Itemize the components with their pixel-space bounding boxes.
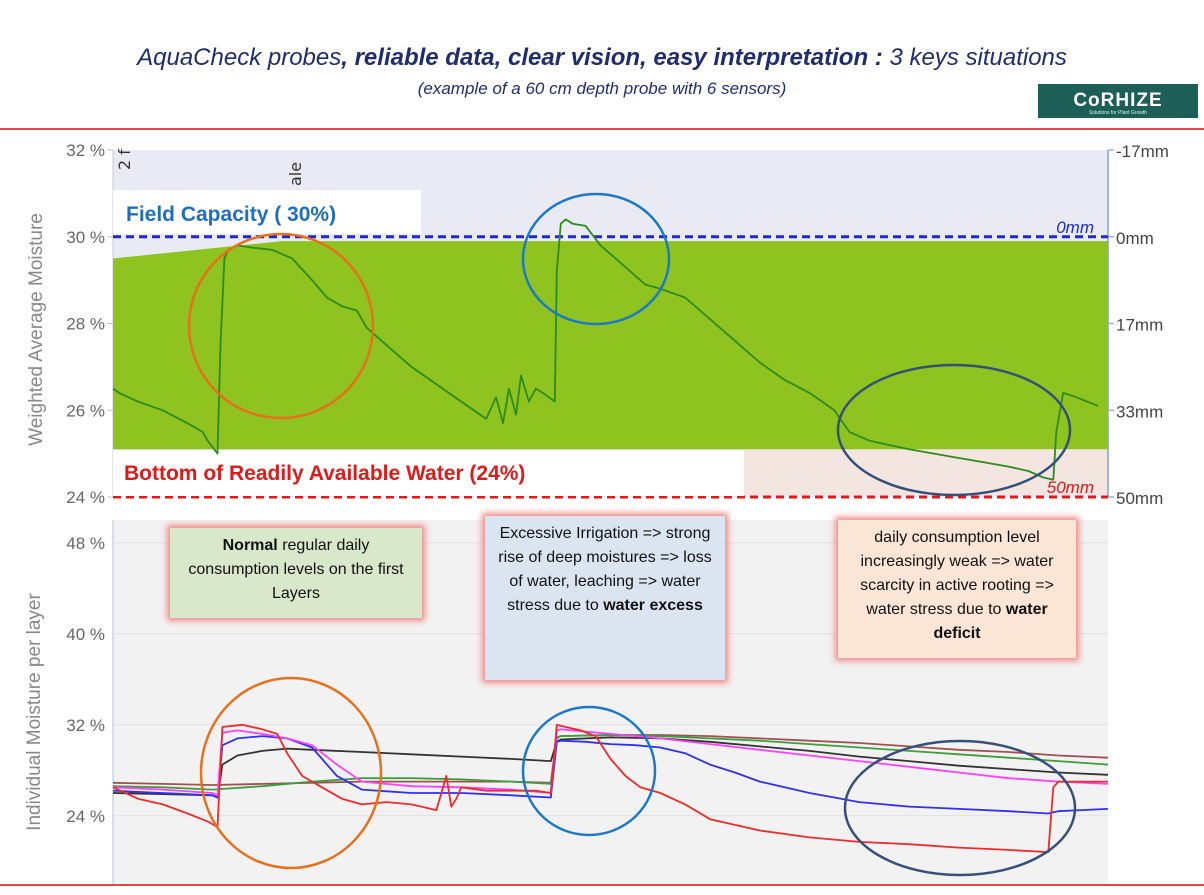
bottom-circle-deficit <box>843 739 1077 877</box>
logo-text: CoRHIZE <box>1073 90 1163 111</box>
bottom-y-tick-label: 40 % <box>66 625 105 644</box>
top-y-tick-label: 30 % <box>66 228 105 247</box>
top-y-tick-label: 32 % <box>66 141 105 160</box>
top-y-axis-label: Weighted Average Moisture <box>26 213 47 446</box>
layer-moisture-line <box>112 736 1109 799</box>
raw-bottom-line-label: 50mm <box>1047 478 1094 497</box>
top-y-tick-label: 28 % <box>66 315 105 334</box>
top-y2-tick-label: -17mm <box>1116 142 1169 161</box>
page-title: AquaCheck probes, reliable data, clear v… <box>0 44 1204 72</box>
page-subtitle: (example of a 60 cm depth probe with 6 s… <box>417 79 787 98</box>
bottom-circle-normal <box>199 676 383 870</box>
logo-tagline: Solutions for Plant Growth <box>1088 110 1148 116</box>
top-circle-normal <box>187 232 375 420</box>
raw-bottom-label-bg <box>113 450 744 496</box>
title-part-2: , reliable data, clear vision, easy inte… <box>341 44 883 71</box>
field-capacity-label-bg <box>113 190 421 234</box>
top-divider <box>0 128 1204 130</box>
callout-mid-text: Excessive Irrigation => strong rise of d… <box>498 525 712 614</box>
top-clipped-label-2: ale <box>286 162 305 186</box>
bottom-y-axis-label: Individual Moisture per layer <box>24 593 45 831</box>
bottom-circle-excess <box>521 705 657 837</box>
top-circle-deficit <box>836 363 1072 497</box>
callout-right-text: daily consumption level increasingly wea… <box>860 529 1054 618</box>
bottom-divider <box>0 884 1204 886</box>
top-y2-tick-label: 0mm <box>1116 229 1154 248</box>
callout-right-bold: water deficit <box>933 601 1048 642</box>
top-y2-tick-label: 17mm <box>1116 316 1163 335</box>
callout-left-bold: Normal <box>222 537 278 554</box>
callout-normal: Normal regular daily consumption levels … <box>170 528 422 618</box>
field-capacity-label: Field Capacity ( 30%) <box>126 203 336 226</box>
callout-mid-bold: water excess <box>603 597 703 614</box>
callout-deficit: daily consumption level increasingly wea… <box>838 520 1076 658</box>
title-part-1: AquaCheck probes <box>137 44 342 71</box>
field-capacity-line-label: 0mm <box>1056 218 1094 237</box>
top-y-tick-label: 24 % <box>66 488 105 507</box>
title-part-3: 3 keys situations <box>882 44 1067 71</box>
layer-moisture-line <box>112 723 1108 853</box>
top-y2-tick-label: 50mm <box>1116 489 1163 508</box>
layer-moisture-line <box>112 735 1109 815</box>
callout-left-text: regular daily consumption levels on the … <box>188 537 404 602</box>
readily-available-water-band <box>113 241 1108 450</box>
top-y-tick-label: 26 % <box>66 401 105 420</box>
callout-excess: Excessive Irrigation => strong rise of d… <box>485 516 725 680</box>
raw-bottom-label: Bottom of Readily Available Water (24%) <box>124 462 525 485</box>
bottom-y-tick-label: 24 % <box>66 807 105 826</box>
top-clipped-label-1: 2 f <box>115 149 134 170</box>
top-y2-tick-label: 33mm <box>1116 402 1163 421</box>
top-circle-excess <box>521 192 671 326</box>
layer-moisture-line <box>112 734 1109 791</box>
bottom-y-tick-label: 48 % <box>66 534 105 553</box>
bottom-y-tick-label: 32 % <box>66 716 105 735</box>
top-lower-shade <box>744 449 1108 495</box>
